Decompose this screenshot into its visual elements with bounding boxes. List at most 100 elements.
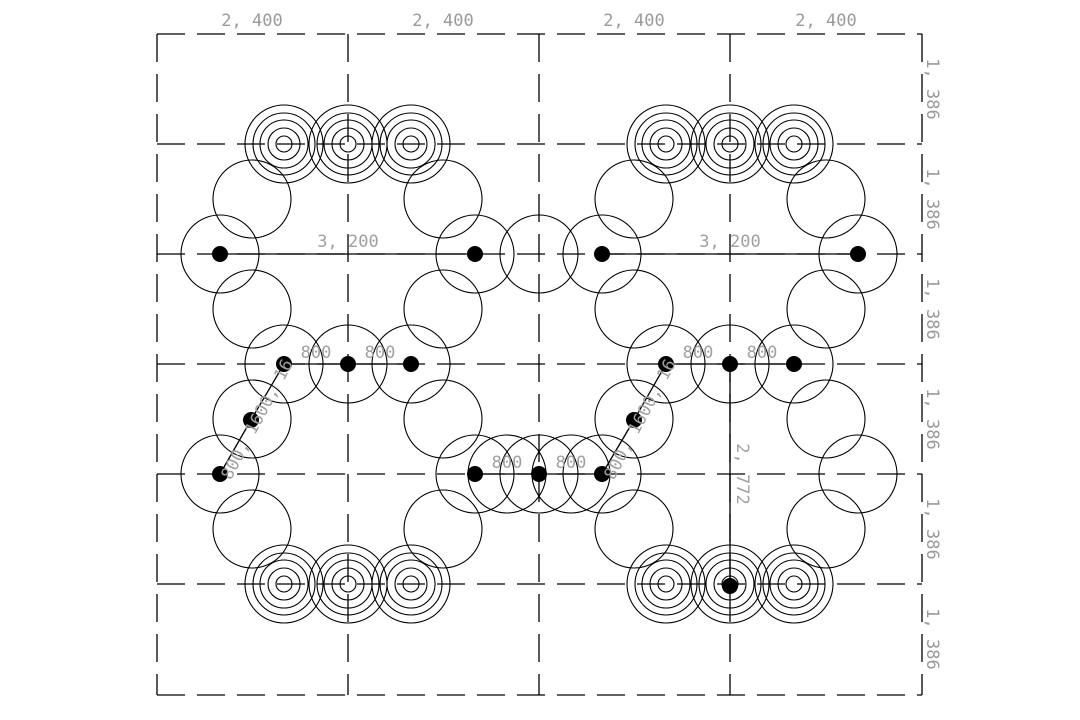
point-dot-10 <box>243 412 259 428</box>
left-mid-label-a: 800 <box>301 343 332 363</box>
vertical-dim-label: 2, 772 <box>732 443 752 504</box>
ring-circle-11-0 <box>754 544 834 624</box>
ring-circle-2-1 <box>379 112 443 176</box>
ring-circle-11-1 <box>762 552 826 616</box>
ring-circle-0-1 <box>252 112 316 176</box>
single-circle-30 <box>594 489 674 569</box>
right-mid-label-b: 800 <box>747 343 778 363</box>
single-circle-2 <box>212 269 292 349</box>
ring-circle-1-3 <box>331 127 365 161</box>
ring-circle-7-1 <box>316 552 380 616</box>
point-dot-11 <box>626 412 642 428</box>
single-circle-14 <box>403 489 483 569</box>
point-dot-4 <box>276 356 292 372</box>
top-dim-1: 2, 400 <box>221 11 282 31</box>
ring-circle-5-1 <box>762 112 826 176</box>
ring-circle-1-1 <box>316 112 380 176</box>
ring-circle-0-2 <box>259 119 309 169</box>
ring-circle-6-2 <box>259 559 309 609</box>
point-dot-16 <box>722 578 738 594</box>
ring-circle-11-3 <box>777 567 811 601</box>
ring-circle-4-0 <box>690 104 770 184</box>
ring-circle-6-3 <box>267 567 301 601</box>
ring-circle-9-3 <box>649 567 683 601</box>
ring-circle-2-3 <box>394 127 428 161</box>
right-dim-4: 1, 386 <box>922 388 942 449</box>
left-mid-label-b: 800 <box>365 343 396 363</box>
ring-circle-2-2 <box>386 119 436 169</box>
ring-circle-8-0 <box>371 544 451 624</box>
ring-circle-2-4 <box>402 135 420 153</box>
point-dot-3 <box>850 246 866 262</box>
single-circle-19 <box>594 159 674 239</box>
point-dot-2 <box>594 246 610 262</box>
right-span-label: 3, 200 <box>699 232 760 252</box>
right-dim-2: 1, 386 <box>922 168 942 229</box>
ring-circle-1-4 <box>339 135 357 153</box>
single-circle-32 <box>818 434 898 514</box>
single-circle-15 <box>499 214 579 294</box>
ring-circle-3-0 <box>626 104 706 184</box>
single-circle-12 <box>403 379 483 459</box>
ring-circle-8-2 <box>386 559 436 609</box>
center-low-label-a: 800 <box>492 453 523 473</box>
right-dim-1: 1, 386 <box>922 58 942 119</box>
right-diagonal-label: 800, 1600, 16 <box>601 356 681 483</box>
ring-circle-0-0 <box>244 104 324 184</box>
ring-circle-5-0 <box>754 104 834 184</box>
ring-circle-3-2 <box>641 119 691 169</box>
point-dot-13 <box>467 466 483 482</box>
dot-group <box>212 246 866 594</box>
point-dot-12 <box>212 466 228 482</box>
ring-circle-6-1 <box>252 552 316 616</box>
point-dot-0 <box>212 246 228 262</box>
ring-circle-8-3 <box>394 567 428 601</box>
ring-circle-9-0 <box>626 544 706 624</box>
ring-circle-3-3 <box>649 127 683 161</box>
top-dim-3: 2, 400 <box>603 11 664 31</box>
ring-circle-0-4 <box>275 135 293 153</box>
ring-circle-4-3 <box>713 127 747 161</box>
single-circle-6 <box>403 159 483 239</box>
single-circle-21 <box>594 269 674 349</box>
ring-circle-9-1 <box>634 552 698 616</box>
single-circle-10 <box>180 434 260 514</box>
point-dot-7 <box>658 356 674 372</box>
circle-group <box>180 104 898 624</box>
point-dot-8 <box>722 356 738 372</box>
ring-circle-5-2 <box>769 119 819 169</box>
right-dimensions: 1, 386 1, 386 1, 386 1, 386 1, 386 1, 38… <box>922 58 942 669</box>
single-circle-33 <box>786 489 866 569</box>
left-span-label: 3, 200 <box>317 232 378 252</box>
right-dim-5: 1, 386 <box>922 498 942 559</box>
right-dim-6: 1, 386 <box>922 608 942 669</box>
point-dot-9 <box>786 356 802 372</box>
ring-circle-3-4 <box>657 135 675 153</box>
single-circle-9 <box>212 379 292 459</box>
single-circle-11 <box>212 489 292 569</box>
point-dot-5 <box>340 356 356 372</box>
center-low-label-b: 800 <box>556 453 587 473</box>
single-circle-31 <box>786 379 866 459</box>
ring-circle-0-3 <box>267 127 301 161</box>
single-circle-28 <box>594 379 674 459</box>
ring-circle-4-2 <box>705 119 755 169</box>
ring-circle-8-4 <box>402 575 420 593</box>
top-dimensions: 2, 400 2, 400 2, 400 2, 400 <box>221 11 856 31</box>
ring-circle-8-1 <box>379 552 443 616</box>
top-dim-4: 2, 400 <box>795 11 856 31</box>
ring-circle-5-4 <box>785 135 803 153</box>
ring-circle-5-3 <box>777 127 811 161</box>
right-dim-3: 1, 386 <box>922 278 942 339</box>
ring-circle-4-4 <box>721 135 739 153</box>
single-circle-25 <box>786 159 866 239</box>
ring-circle-11-4 <box>785 575 803 593</box>
ring-circle-11-2 <box>769 559 819 609</box>
connector-lines <box>219 253 858 584</box>
point-dot-1 <box>467 246 483 262</box>
ring-circle-9-4 <box>657 575 675 593</box>
top-dim-2: 2, 400 <box>412 11 473 31</box>
single-circle-8 <box>403 269 483 349</box>
ring-circle-6-0 <box>244 544 324 624</box>
